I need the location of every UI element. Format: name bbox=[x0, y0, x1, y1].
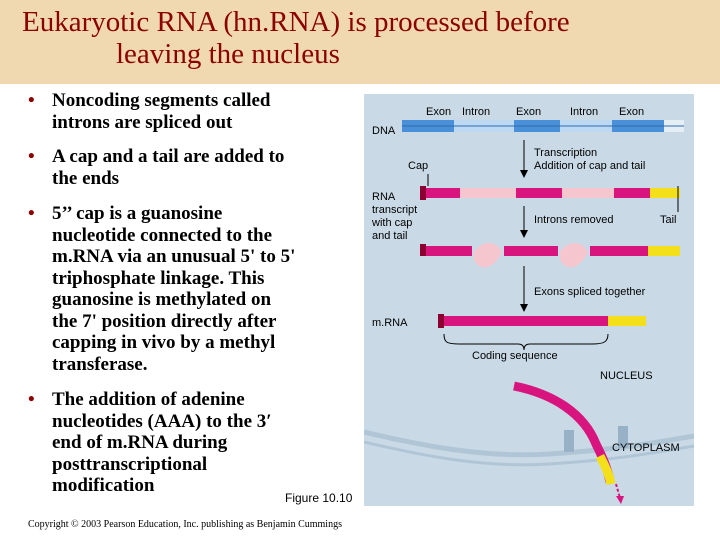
rna-transcript-label: transcript bbox=[372, 204, 417, 216]
bullet-text-line: transferase. bbox=[52, 353, 148, 375]
bullet-text-line: nucleotides (AAA) to the 3′ bbox=[52, 410, 272, 432]
exon-fragment bbox=[590, 246, 648, 256]
nuclear-envelope-inner bbox=[363, 440, 695, 467]
coding-sequence-label: Coding sequence bbox=[472, 350, 558, 362]
copyright-notice: Copyright © 2003 Pearson Education, Inc.… bbox=[28, 519, 342, 530]
bullet-text-line: triphosphate linkage. This bbox=[52, 267, 265, 289]
bullet-marker: • bbox=[28, 146, 35, 167]
page-title-line-1: Eukaryotic RNA (hn.RNA) is processed bef… bbox=[22, 6, 570, 38]
nucleus-label: NUCLEUS bbox=[600, 370, 653, 382]
dna-segment-label-exon: Exon bbox=[516, 106, 541, 118]
nuclear-pore-left bbox=[564, 430, 574, 452]
rna-cap bbox=[420, 186, 426, 200]
mrna-cap bbox=[438, 314, 444, 328]
nuclear-envelope bbox=[363, 429, 695, 458]
rna-intron-segment bbox=[460, 188, 516, 198]
bullet-text-line: 5’’ cap is a guanosine bbox=[52, 203, 223, 224]
transcription-label: Transcription bbox=[534, 147, 597, 159]
cytoplasm-label: CYTOPLASM bbox=[612, 442, 680, 454]
coding-sequence-bracket bbox=[443, 333, 609, 351]
bullet-text-line: modification bbox=[52, 475, 155, 496]
rna-transcript-label: and tail bbox=[372, 230, 407, 242]
dna-segment-label-exon: Exon bbox=[426, 106, 451, 118]
transcription-arrowhead bbox=[520, 170, 528, 178]
bullet-marker: • bbox=[28, 389, 35, 410]
exons-spliced-arrowhead bbox=[520, 304, 528, 312]
title-banner bbox=[0, 0, 720, 84]
mrna-export-arrowhead bbox=[616, 496, 624, 504]
exon-fragment bbox=[504, 246, 558, 256]
bullet-text-line: posttranscriptional bbox=[52, 453, 208, 475]
bullet-text-line: the ends bbox=[52, 167, 120, 189]
dna-segment-label-exon: Exon bbox=[619, 106, 644, 118]
rna-intron-segment bbox=[562, 188, 614, 198]
rna-poly-a-tail bbox=[650, 188, 680, 198]
nuclear-pore-right bbox=[618, 426, 628, 448]
rna-exon-segment bbox=[426, 188, 460, 198]
rna-exon-segment bbox=[516, 188, 562, 198]
bullet-text-line: A cap and a tail are added to bbox=[52, 146, 285, 167]
bullet-text-line: The addition of adenine bbox=[52, 389, 245, 410]
diagram-background bbox=[364, 94, 694, 506]
mrna-poly-a-tail bbox=[608, 316, 646, 326]
page-title: Eukaryotic RNA (hn.RNA) is processed bef… bbox=[0, 6, 720, 70]
cap-label: Cap bbox=[408, 160, 428, 172]
introns-removed-label: Introns removed bbox=[534, 214, 613, 226]
mrna-coding-region bbox=[444, 316, 608, 326]
page-title-line-2: leaving the nucleus bbox=[116, 38, 340, 70]
cap-tail-addition-label: Addition of cap and tail bbox=[534, 160, 645, 172]
bullet-text-line: Noncoding segments called bbox=[52, 90, 271, 111]
bullet-text-line: m.RNA via an unusual 5' to 5' bbox=[52, 246, 296, 267]
excised-intron-loop bbox=[560, 243, 588, 268]
bullet-text-line: capping in vivo by a methyl bbox=[52, 332, 276, 353]
bullet-text-line: guanosine is methylated on bbox=[52, 289, 272, 310]
dna-label: DNA bbox=[372, 125, 396, 137]
tail-label: Tail bbox=[660, 214, 677, 226]
bullet-text-line: the 7' position directly after bbox=[52, 310, 277, 332]
rna-processing-diagram: Exon Intron Exon Intron Exon DNA Transcr… bbox=[363, 94, 695, 506]
rna-poly-a-tail bbox=[648, 246, 680, 256]
bullet-text-line: introns are spliced out bbox=[52, 111, 233, 133]
mrna-exiting-tail bbox=[595, 453, 616, 485]
dna-segment-label-intron: Intron bbox=[570, 106, 598, 118]
excised-intron-loop bbox=[474, 243, 502, 268]
rna-cap bbox=[420, 244, 426, 256]
exon-fragment bbox=[426, 246, 472, 256]
bullet-marker: • bbox=[28, 90, 35, 111]
dna-segment-label-intron: Intron bbox=[462, 106, 490, 118]
mrna-export-arrow bbox=[615, 483, 621, 499]
bullet-marker: • bbox=[28, 203, 35, 224]
rna-exon-segment bbox=[614, 188, 650, 198]
introns-removed-arrowhead bbox=[520, 230, 528, 238]
rna-transcript-label: RNA bbox=[372, 191, 396, 203]
figure-caption: Figure 10.10 bbox=[285, 491, 353, 505]
bullet-text-line: end of m.RNA during bbox=[52, 432, 228, 453]
exons-spliced-label: Exons spliced together bbox=[534, 286, 646, 298]
mrna-label: m.RNA bbox=[372, 317, 408, 329]
rna-transcript-label: with cap bbox=[371, 217, 412, 229]
bullet-text-line: nucleotide connected to the bbox=[52, 224, 273, 246]
